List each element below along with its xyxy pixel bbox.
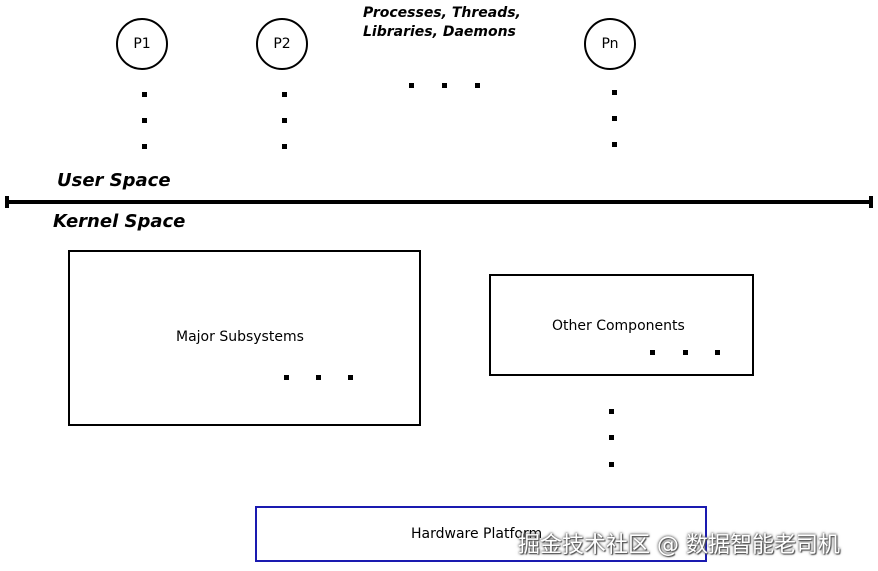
process-p1: P1 [116,18,168,70]
process-caption-line1: Processes, Threads, [363,5,521,21]
user-space-label: User Space [57,170,171,191]
ellipsis-dot [282,92,287,97]
ellipsis-dot [409,83,414,88]
process-p1-label: P1 [133,36,151,52]
ellipsis-dot [612,142,617,147]
process-caption: Processes, Threads, Libraries, Daemons [363,4,521,42]
ellipsis-dot [142,92,147,97]
hardware-platform-label: Hardware Platform [411,526,543,542]
ellipsis-dot [348,375,353,380]
divider-end-cap [869,196,873,208]
ellipsis-dot [609,435,614,440]
watermark: 掘金技术社区 @ 数据智能老司机 [518,533,840,558]
process-p2: P2 [256,18,308,70]
major-subsystems-label: Major Subsystems [176,329,304,345]
ellipsis-dot [282,144,287,149]
ellipsis-dot [612,90,617,95]
ellipsis-dot [612,116,617,121]
kernel-space-label: Kernel Space [53,211,186,232]
ellipsis-dot [442,83,447,88]
process-p2-label: P2 [273,36,291,52]
process-caption-line2: Libraries, Daemons [363,24,516,40]
ellipsis-dot [475,83,480,88]
process-pn-label: Pn [601,36,619,52]
other-components-box: Other Components [489,274,754,376]
ellipsis-dot [282,118,287,123]
ellipsis-dot [650,350,655,355]
ellipsis-dot [142,144,147,149]
major-subsystems-box: Major Subsystems [68,250,421,426]
process-pn: Pn [584,18,636,70]
ellipsis-dot [715,350,720,355]
ellipsis-dot [609,409,614,414]
ellipsis-dot [683,350,688,355]
ellipsis-dot [284,375,289,380]
hardware-platform-box: Hardware Platform [255,506,707,562]
ellipsis-dot [609,462,614,467]
other-components-label: Other Components [552,318,685,334]
ellipsis-dot [142,118,147,123]
user-kernel-divider [8,200,872,204]
ellipsis-dot [316,375,321,380]
divider-end-cap [5,196,9,208]
